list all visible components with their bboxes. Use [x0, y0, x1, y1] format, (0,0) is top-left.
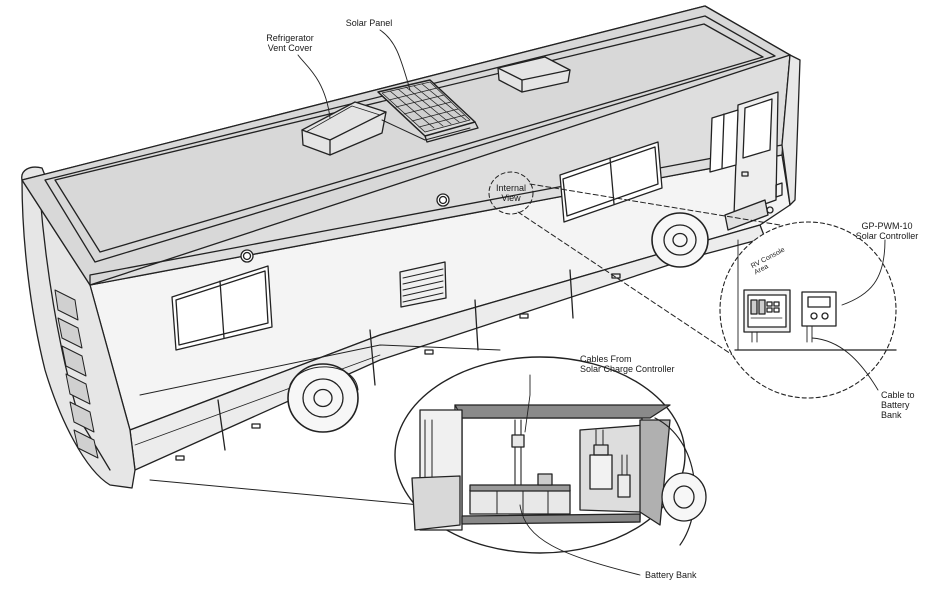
- round-vent: [240, 249, 254, 263]
- leader-battery-bank: [519, 504, 641, 576]
- internal-view-leader-top: [529, 183, 781, 226]
- compartment-callout-top: [139, 344, 501, 396]
- label-cables-from-controller: Cables From Solar Charge Controller: [580, 354, 675, 374]
- label-battery-bank: Battery Bank: [645, 570, 697, 580]
- side-vent: [399, 261, 447, 308]
- leader-controller: [841, 239, 886, 306]
- rear-wheel: [651, 212, 709, 268]
- front-wheel: [287, 363, 359, 433]
- leader-cable-battery: [811, 337, 879, 391]
- front-grill: [54, 289, 99, 459]
- label-cable-to-battery-bank: Cable to Battery Bank: [881, 390, 915, 420]
- internal-view-leader-bottom: [517, 211, 756, 371]
- rv-console-panel: [743, 289, 791, 343]
- label-refrigerator-vent-cover: Refrigerator Vent Cover: [266, 33, 314, 53]
- compartment-callout-bottom: [149, 479, 421, 506]
- internal-view-circle: [488, 171, 534, 215]
- label-internal-view: Internal View: [495, 183, 527, 203]
- leader-refrigerator: [297, 54, 331, 119]
- label-gp-pwm-10: GP-PWM-10 Solar Controller: [855, 221, 919, 241]
- rv-front-cap: [21, 166, 136, 489]
- battery-compartment-detail: [411, 404, 707, 546]
- entry-door: [709, 91, 779, 231]
- front-window: [171, 265, 273, 351]
- leader-solar-panel: [379, 29, 411, 91]
- refrigerator-vent-cover: [301, 101, 387, 156]
- round-vent: [436, 193, 450, 207]
- gp-pwm-10-controller: [801, 291, 837, 343]
- rear-roof-vent: [497, 56, 571, 93]
- leader-cables-controller: [524, 374, 531, 433]
- side-window: [559, 141, 663, 223]
- rv-rear: [781, 54, 801, 206]
- console-detail-circle: [719, 221, 897, 399]
- label-solar-panel: Solar Panel: [345, 18, 393, 28]
- callout-wheel: [661, 472, 707, 522]
- solar-panel: [377, 79, 479, 143]
